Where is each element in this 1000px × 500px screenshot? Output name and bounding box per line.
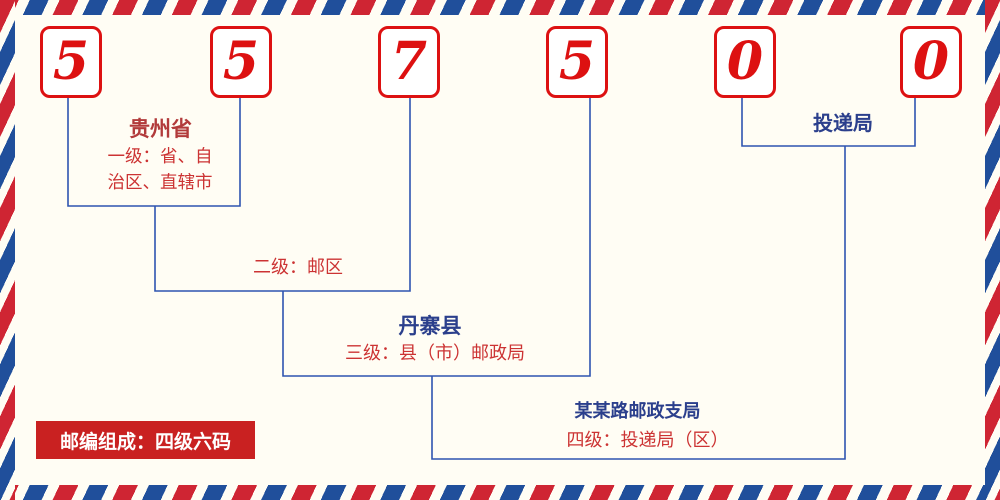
province-name-label: 贵州省 (129, 118, 192, 141)
airmail-border-left (0, 0, 15, 500)
level3-description-label: 三级：县（市）邮政局 (345, 343, 525, 363)
airmail-border-top (0, 0, 1000, 15)
composition-badge: 邮编组成：四级六码 (36, 421, 255, 459)
digit-6: 0 (912, 31, 950, 92)
digit-box-6: 0 (900, 26, 962, 98)
county-name-label: 丹寨县 (398, 315, 462, 338)
digit-2: 5 (222, 31, 260, 92)
level1-description-label: 一级：省、自 治区、直辖市 (107, 146, 213, 193)
digit-5: 0 (726, 31, 764, 92)
level2-description-label: 二级：邮区 (253, 257, 343, 277)
digit-4: 5 (558, 31, 596, 92)
digit-box-1: 5 (40, 26, 102, 98)
delivery-office-label: 投递局 (813, 113, 873, 135)
digit-box-5: 0 (714, 26, 776, 98)
airmail-border-right (985, 0, 1000, 500)
digit-box-4: 5 (546, 26, 608, 98)
branch-office-label: 某某路邮政支局 (574, 401, 701, 421)
digit-1: 5 (52, 31, 90, 92)
digit-3: 7 (390, 31, 428, 92)
airmail-border-bottom (0, 485, 1000, 500)
digit-box-3: 7 (378, 26, 440, 98)
level4-description-label: 四级：投递局（区） (566, 430, 729, 450)
digit-box-2: 5 (210, 26, 272, 98)
